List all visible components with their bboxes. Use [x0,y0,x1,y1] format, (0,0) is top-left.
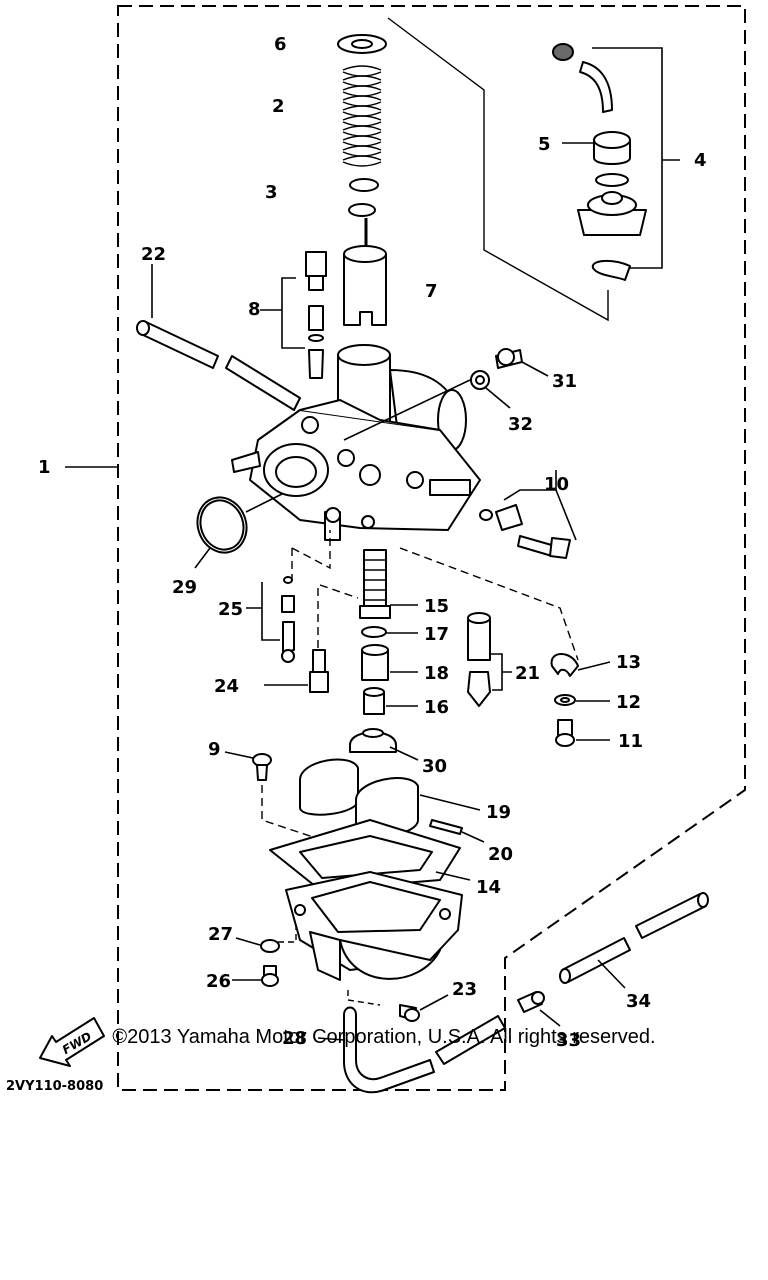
washer-6 [337,34,387,54]
callout-29: 29 [172,577,197,598]
float-bowl [285,871,463,981]
callout-25: 25 [218,599,243,620]
callout-5: 5 [538,134,551,155]
washer-12 [554,694,576,706]
cap-assembly-4 [552,43,647,281]
clip-13 [550,653,579,677]
callout-7: 7 [425,281,438,302]
drain-screw-23 [399,1004,420,1022]
callout-31: 31 [552,371,577,392]
callout-14: 14 [476,877,501,898]
fuel-hose-34 [559,892,709,984]
washer-27 [260,939,280,953]
callout-28: 28 [282,1028,307,1049]
copyright-notice: ©2013 Yamaha Motor Corporation, U.S.A. A… [112,1026,656,1048]
gasket-14 [269,819,461,891]
callout-12: 12 [616,692,641,713]
assembly-boundary [117,5,746,1091]
callout-34: 34 [626,991,651,1012]
callout-16: 16 [424,697,449,718]
callout-18: 18 [424,663,449,684]
screw-11 [555,719,575,747]
screw-9 [252,753,272,781]
o-ring-29 [196,496,248,554]
drain-hose-28 [343,1006,506,1094]
callout-9: 9 [208,739,221,760]
diagram-code: 2VY110-8080 [6,1079,103,1094]
o-ring-17 [361,626,387,638]
callout-21: 21 [515,663,540,684]
callout-26: 26 [206,971,231,992]
holder-18 [361,644,389,681]
throttle-valve-7 [343,245,387,326]
drain-plug-26 [261,965,279,987]
needle-set-3 [348,178,379,248]
plug-32 [470,370,490,390]
throttle-stop-10 [479,504,571,559]
screw-31 [495,348,523,369]
fitting-33 [517,991,545,1013]
pilot-screw-8 [305,251,327,379]
callout-3: 3 [265,182,278,203]
carburetor-exploded-diagram: FWD 2VY110-8080 1 2 3 4 5 6 7 8 9 10 11 … [6,5,746,1094]
main-jet-16 [363,687,385,715]
starter-plunger-25 [281,576,295,663]
callout-13: 13 [616,652,641,673]
float-needle-21 [467,612,491,707]
callout-27: 27 [208,924,233,945]
needle-jet-15 [359,549,391,619]
callout-23: 23 [452,979,477,1000]
callout-24: 24 [214,676,239,697]
callout-20: 20 [488,844,513,865]
callout-4: 4 [694,150,707,171]
callout-labels: 1 2 3 4 5 6 7 8 9 10 11 12 13 14 15 16 1… [38,34,707,1051]
pin-20 [429,819,463,835]
callout-10: 10 [544,474,569,495]
carburetor-body [231,344,481,541]
callout-19: 19 [486,802,511,823]
hose-22 [136,320,301,411]
baffle-30 [349,728,397,753]
callout-22: 22 [141,244,166,265]
callout-6: 6 [274,34,287,55]
spring-2 [342,65,382,167]
callout-8: 8 [248,299,261,320]
callout-30: 30 [422,756,447,777]
callout-32: 32 [508,414,533,435]
callout-17: 17 [424,624,449,645]
callout-1: 1 [38,457,51,478]
callout-11: 11 [618,731,643,752]
callout-2: 2 [272,96,285,117]
callout-33: 33 [556,1030,581,1051]
callout-15: 15 [424,596,449,617]
jet-24 [309,649,329,693]
